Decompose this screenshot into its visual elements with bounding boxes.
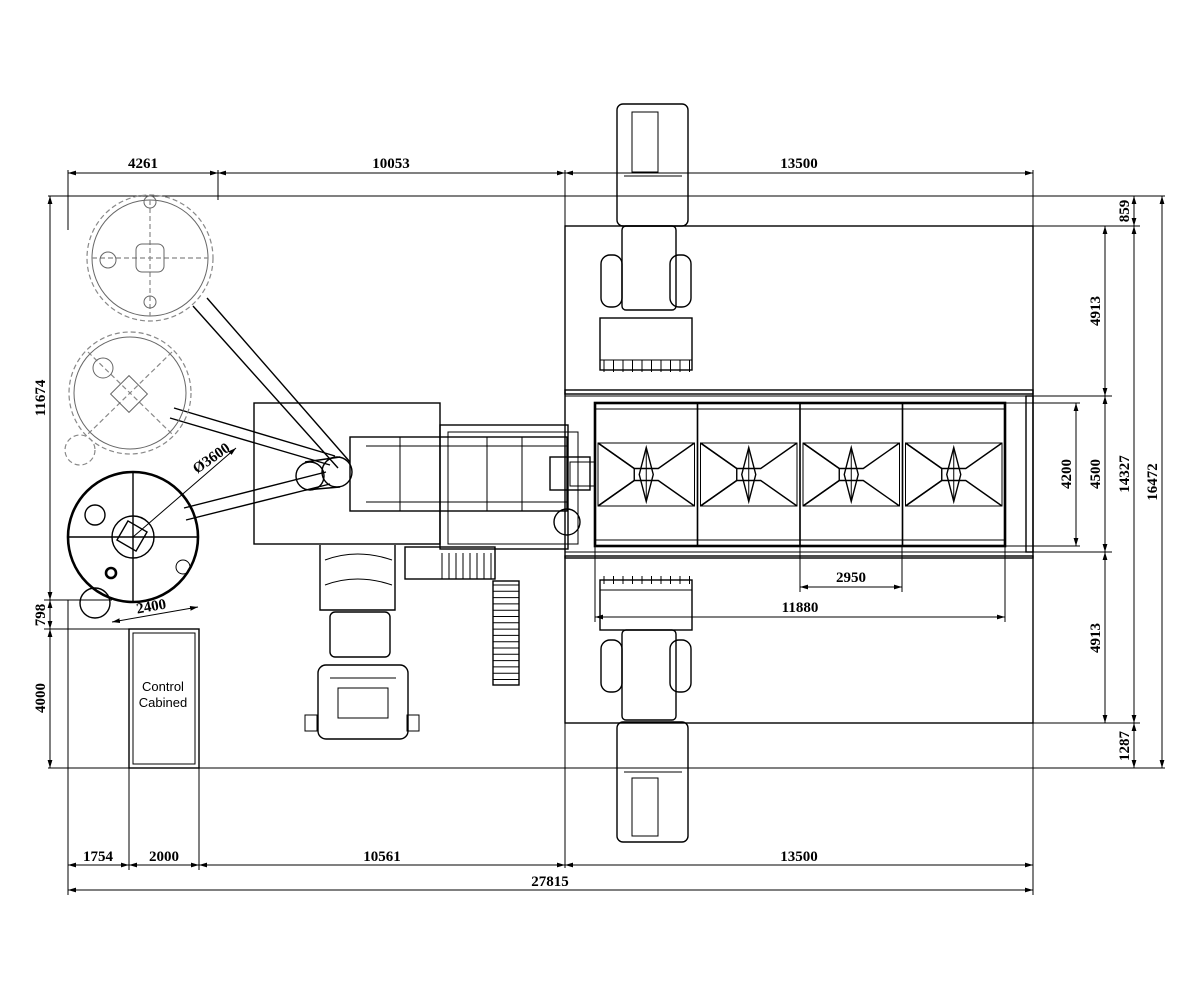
dim-right-2: 4913	[1088, 296, 1104, 326]
aggregate-bins	[593, 401, 1007, 548]
dim-bottom-3: 10561	[363, 849, 401, 865]
mixer-platform	[253, 402, 596, 550]
dim-bin-length: 11880	[782, 600, 819, 616]
dim-overall-width: 27815	[531, 874, 569, 890]
loader-top	[599, 103, 693, 372]
dim-right-3: 4500	[1088, 459, 1104, 489]
dim-tank-diameter: Ø3600	[190, 440, 233, 477]
mixer-truck	[304, 545, 420, 740]
control-cabin	[128, 628, 200, 769]
dim-left-2: 798	[33, 604, 49, 627]
dim-left-3: 4000	[33, 683, 49, 713]
dim-bottom-2: 2000	[149, 849, 179, 865]
control-cabin-label-line2: Cabined	[139, 695, 187, 710]
aggregate-bin-3	[799, 402, 904, 547]
dim-top-3: 13500	[780, 156, 818, 172]
aggregate-bin-4	[901, 402, 1006, 547]
dim-top-2: 10053	[372, 156, 410, 172]
dim-right-1: 859	[1117, 200, 1133, 223]
dim-right-total-2: 16472	[1145, 463, 1161, 501]
aggregate-bin-area	[564, 225, 1034, 724]
aggregate-bin-1	[594, 402, 699, 547]
dim-bottom-4: 13500	[780, 849, 818, 865]
silo-1	[86, 194, 214, 322]
dim-bottom-1: 1754	[83, 849, 114, 865]
dim-right-5: 1287	[1117, 731, 1133, 762]
dim-right-4: 4913	[1088, 623, 1104, 653]
dim-bin-depth: 4200	[1059, 459, 1075, 489]
silo-3	[66, 470, 200, 619]
dimension-lines	[44, 170, 1165, 895]
dim-left-1: 11674	[33, 379, 49, 416]
aggregate-bin-2	[696, 402, 801, 547]
loader-bottom	[599, 576, 693, 843]
dim-tank-offset: 2400	[135, 597, 167, 618]
dim-right-total-1: 14327	[1117, 455, 1133, 493]
site-outline	[48, 170, 1165, 868]
dim-top-1: 4261	[128, 156, 158, 172]
screw-conveyors	[169, 297, 351, 521]
silo-2	[64, 331, 192, 466]
stairs	[404, 546, 520, 686]
dim-bin-pitch: 2950	[836, 570, 866, 586]
control-cabin-label-line1: Control	[142, 679, 184, 694]
